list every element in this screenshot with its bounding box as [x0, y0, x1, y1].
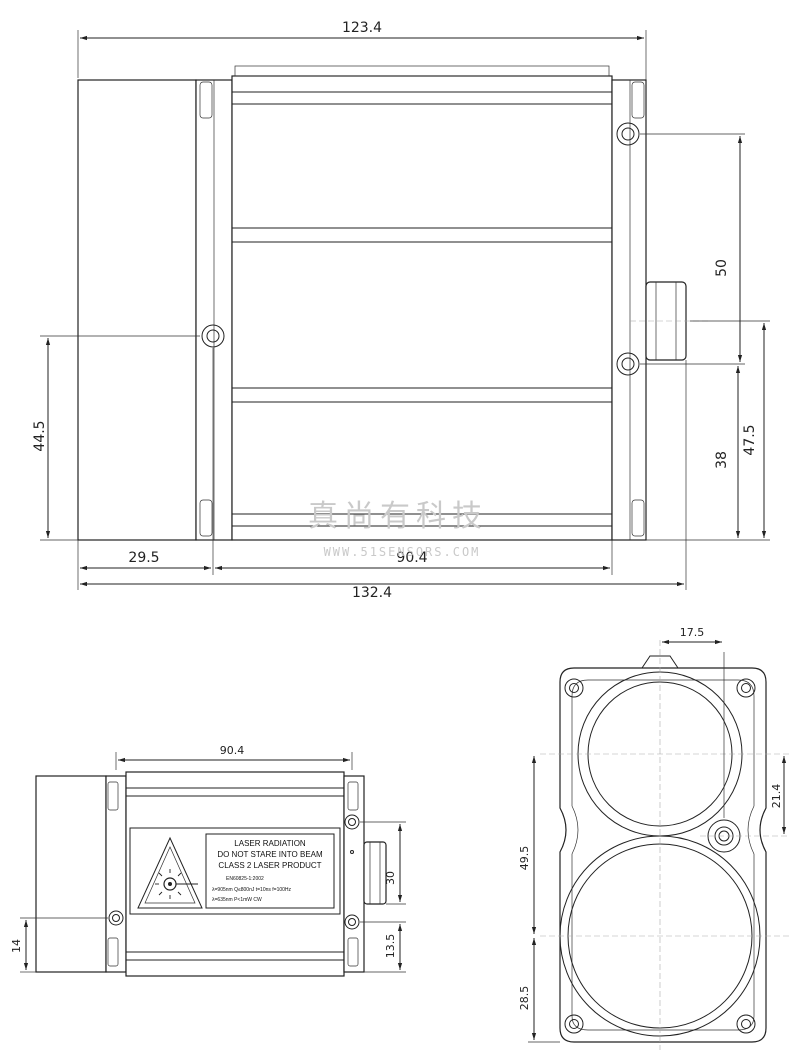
- label-line-4: EN60825-1:2002: [226, 876, 264, 882]
- top-view: 123.4 50 38 47.5 44.5 29.5 90.4 132.4 真尚…: [32, 20, 770, 601]
- right-hole-lower: [616, 352, 640, 376]
- front-outer-body: [559, 667, 767, 1043]
- left-housing: [77, 79, 197, 541]
- label-line-3: CLASS 2 LASER PRODUCT: [218, 861, 321, 870]
- label-line-5: λ=905nm Q≤800nJ t=10ns f=100Hz: [212, 887, 292, 893]
- front-view: 17.5 21.4 49.5 28.5: [518, 626, 790, 1050]
- dim-right-total: 47.5: [742, 424, 758, 455]
- main-body: [231, 75, 613, 541]
- side-main-body: [125, 771, 345, 977]
- watermark-url: WWW.51SENSORS.COM: [324, 545, 481, 559]
- front-dim-right: 21.4: [770, 784, 783, 809]
- side-view: LASER RADIATION DO NOT STARE INTO BEAM C…: [10, 744, 406, 977]
- side-connector: [363, 841, 387, 905]
- left-hole: [201, 324, 225, 348]
- dim-width-body: 90.4: [396, 550, 427, 566]
- label-line-1: LASER RADIATION: [234, 839, 306, 848]
- right-hole-upper: [616, 122, 640, 146]
- side-dim-left: 14: [10, 939, 23, 953]
- label-line-6: λ=635nm P<1mW CW: [212, 897, 262, 903]
- front-dim-left-lower: 28.5: [518, 986, 531, 1011]
- dim-width-left: 29.5: [128, 550, 159, 566]
- dim-total-width-bottom: 132.4: [352, 585, 392, 601]
- right-flange: [611, 79, 647, 541]
- front-dim-left-upper: 49.5: [518, 846, 531, 871]
- side-dim-connector: 30: [384, 871, 397, 885]
- side-dim-lower-right: 13.5: [384, 934, 397, 959]
- dim-left-height: 44.5: [32, 420, 48, 451]
- side-dim-width: 90.4: [220, 744, 245, 757]
- front-dim-top: 17.5: [680, 626, 705, 639]
- dim-right-lower: 38: [714, 451, 730, 469]
- label-line-2: DO NOT STARE INTO BEAM: [217, 850, 323, 859]
- dim-total-width-top: 123.4: [342, 20, 382, 36]
- watermark-chinese: 真尚有科技: [308, 499, 488, 534]
- laser-warning-icon: [137, 836, 203, 909]
- side-left-housing: [35, 775, 107, 973]
- dim-right-upper: 50: [714, 259, 730, 277]
- label-text-box: [205, 833, 335, 909]
- laser-label: [129, 827, 341, 915]
